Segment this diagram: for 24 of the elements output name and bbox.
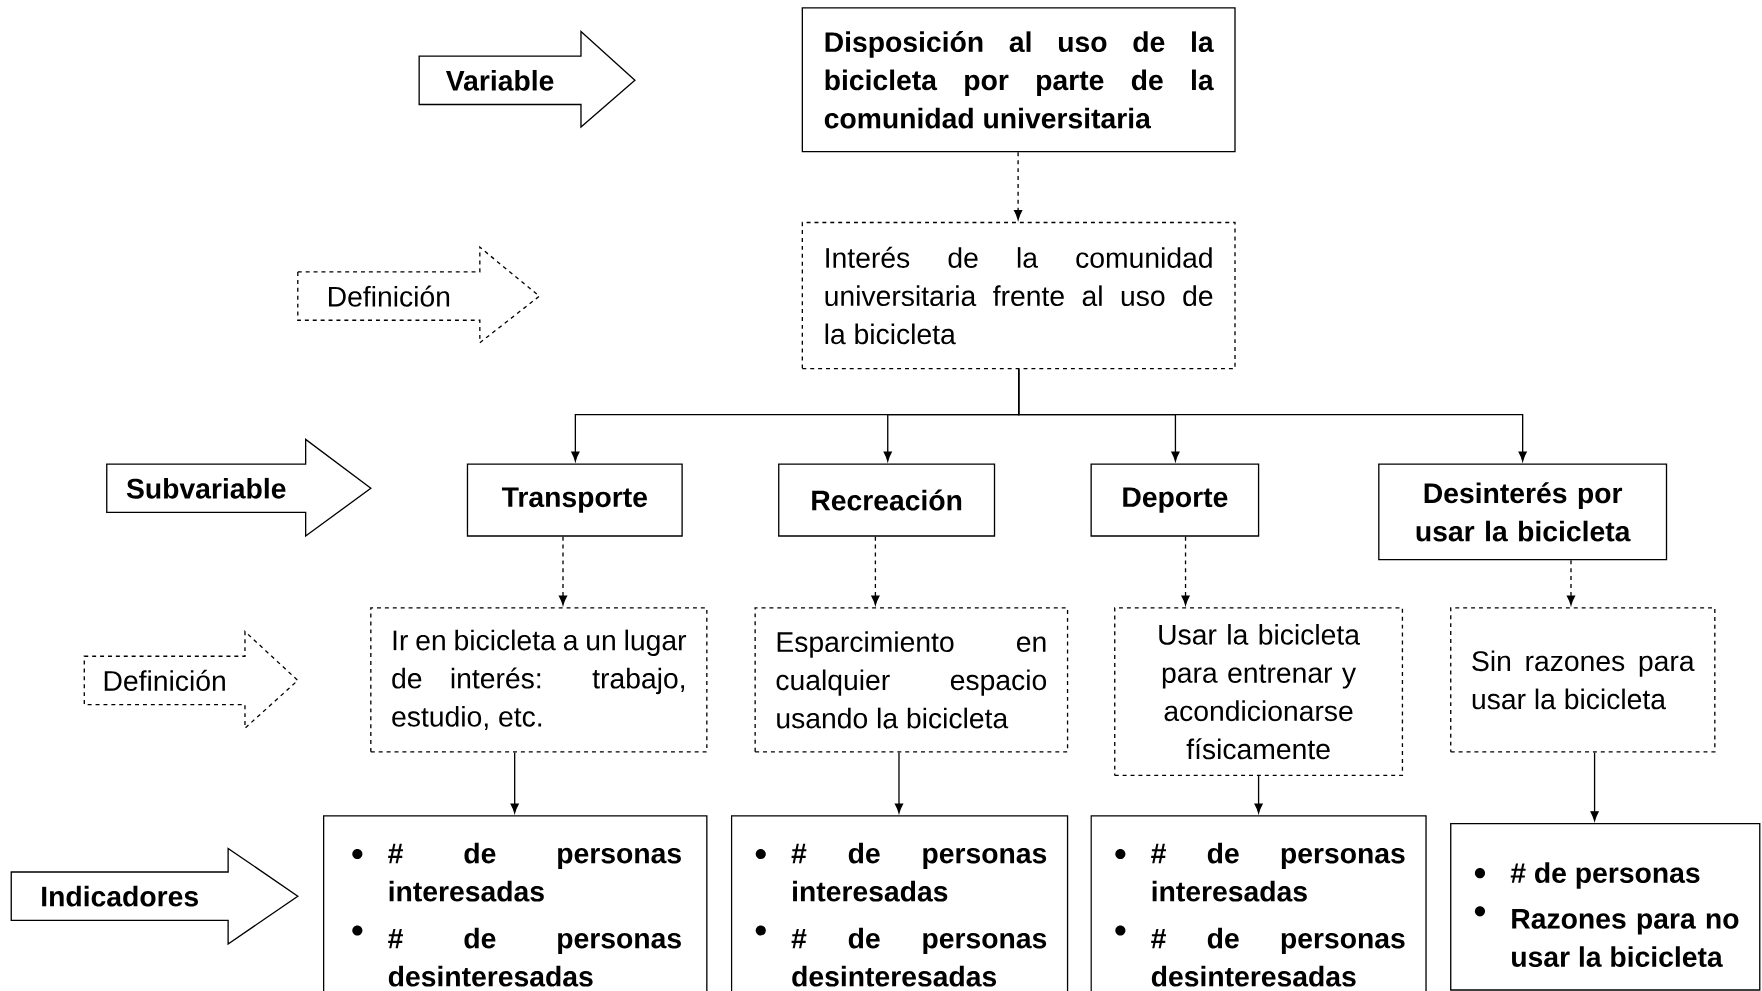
arrow <box>1014 151 1023 220</box>
subvariable-box: Transporte <box>466 463 683 537</box>
subvariable-box: Recreación <box>778 463 996 537</box>
definition-box: Usar la bicicleta para entrenar y acondicionarse físicamente <box>1114 607 1404 776</box>
definition-box: Ir en bicicleta a un lugar de interés: trabajo, estudio, etc. <box>370 607 708 753</box>
arrow <box>558 535 568 606</box>
indicator-box: # de personas interesadas # de personas desinteresadas <box>322 815 708 991</box>
arrow <box>510 751 519 814</box>
arrow <box>1254 775 1263 814</box>
indicator-box: # de personas interesadas # de personas desinteresadas <box>1090 815 1427 991</box>
arrow <box>1018 368 1527 462</box>
indicator-box: # de personas Razones para no usar la bicicleta <box>1450 822 1761 991</box>
variable-box: Disposición al uso de la bicicleta por parte de la comunidad universitaria <box>801 7 1236 153</box>
indicator-box: # de personas interesadas # de personas desinteresadas <box>730 815 1069 991</box>
subvariable-box: Desinterés por usar la bicicleta <box>1378 463 1668 561</box>
arrow <box>1590 751 1599 821</box>
arrow <box>871 535 880 606</box>
subvariable-box: Deporte <box>1090 463 1260 537</box>
arrow <box>1566 559 1576 606</box>
arrow <box>1181 535 1190 606</box>
arrow <box>894 751 904 814</box>
definition-box: Sin razones para usar la bicicleta <box>1450 607 1716 753</box>
definition-box: Esparcimiento en cualquier espacio usando la bicicleta <box>754 607 1069 753</box>
definition-box: Interés de la comunidad universitaria frente al uso de la bicicleta <box>801 221 1236 370</box>
